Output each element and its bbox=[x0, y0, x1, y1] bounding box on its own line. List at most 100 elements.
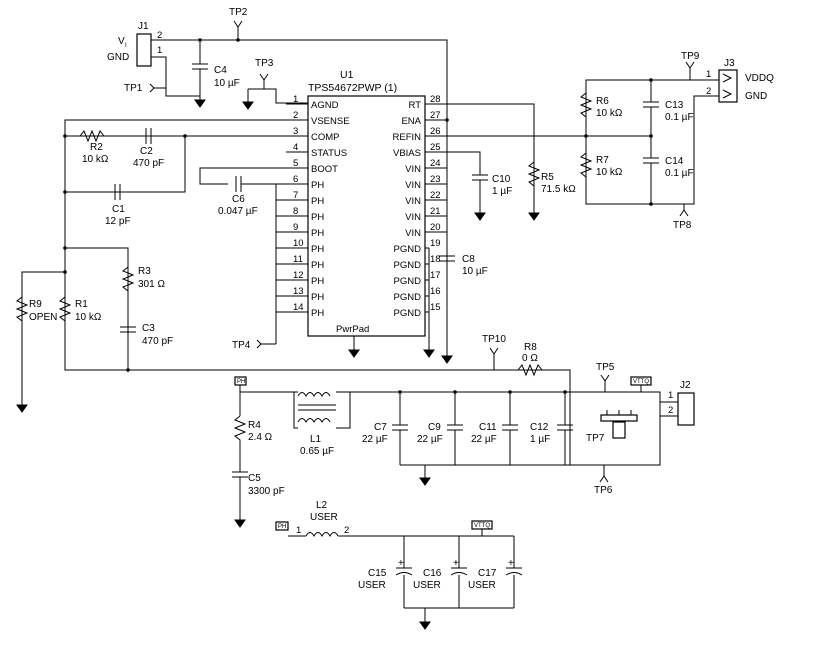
j3-vddq: VDDQ bbox=[745, 73, 774, 84]
u1-pin-name: PH bbox=[311, 260, 324, 271]
u1-pin-number: 7 bbox=[293, 190, 298, 201]
c12-val: 1 µF bbox=[530, 434, 550, 445]
r9-symbol bbox=[15, 296, 29, 322]
u1-pin-name: COMP bbox=[311, 132, 340, 143]
c3-ref: C3 bbox=[142, 323, 155, 334]
u1-pin-name: VBIAS bbox=[393, 148, 421, 159]
u1-pin-number: 18 bbox=[430, 254, 441, 265]
r8-ref: R8 bbox=[524, 342, 537, 353]
u1-pad: PwrPad bbox=[336, 324, 369, 335]
l2-symbol bbox=[305, 532, 339, 538]
l1-val: 0.65 µF bbox=[300, 446, 334, 457]
r3-ref: R3 bbox=[138, 266, 151, 277]
ground-symbol bbox=[419, 477, 431, 486]
tp6-symbol bbox=[599, 465, 609, 483]
c9-ref: C9 bbox=[428, 422, 441, 433]
tp7-clip bbox=[612, 421, 626, 439]
u1-pin-name: ENA bbox=[401, 116, 421, 127]
wire bbox=[585, 79, 719, 205]
r8-val: 0 Ω bbox=[522, 353, 538, 364]
junction bbox=[563, 390, 567, 394]
u1-pin-name: PH bbox=[311, 244, 324, 255]
r4-ref: R4 bbox=[248, 420, 261, 431]
u1-ref: U1 bbox=[340, 69, 354, 81]
c15-ref: C15 bbox=[368, 568, 387, 579]
j1-pin2: 2 bbox=[157, 30, 162, 41]
c1-val: 12 pF bbox=[105, 216, 131, 227]
wire bbox=[21, 271, 65, 405]
c13-ref: C13 bbox=[665, 100, 684, 111]
ground-symbol bbox=[16, 404, 28, 413]
junction bbox=[398, 390, 402, 394]
u1-pin-name: PH bbox=[311, 212, 324, 223]
j1-vi-sub: I bbox=[125, 43, 127, 49]
tp4-symbol bbox=[256, 339, 276, 349]
u1-pin-number: 28 bbox=[430, 94, 441, 105]
l2-pin1: 1 bbox=[296, 525, 301, 536]
u1-pin-number: 11 bbox=[293, 254, 303, 265]
r5-ref: R5 bbox=[541, 172, 554, 183]
r8-symbol bbox=[517, 363, 543, 377]
r6-ref: R6 bbox=[596, 96, 609, 107]
u1-pin-number: 5 bbox=[293, 158, 298, 169]
r1-ref: R1 bbox=[75, 299, 88, 310]
c3-val: 470 pF bbox=[142, 336, 173, 347]
u1-pin-number: 12 bbox=[293, 270, 304, 281]
u1-pin-number: 4 bbox=[293, 142, 298, 153]
ground-symbol bbox=[528, 212, 540, 221]
c13-c14-symbol bbox=[643, 80, 659, 204]
r1-symbol bbox=[58, 296, 72, 322]
ph-tag-text: PH bbox=[237, 379, 245, 385]
c6-val: 0.047 µF bbox=[218, 206, 258, 217]
tp9-label: TP9 bbox=[681, 51, 700, 62]
tp10-label: TP10 bbox=[482, 334, 506, 345]
junction bbox=[63, 270, 67, 274]
r9-val: OPEN bbox=[29, 312, 57, 323]
r9-ref: R9 bbox=[29, 299, 42, 310]
u1-pin-number: 9 bbox=[293, 222, 298, 233]
c4-symbol bbox=[192, 40, 208, 100]
r4-val: 2.4 Ω bbox=[248, 432, 273, 443]
c16-symbol bbox=[450, 536, 468, 608]
u1-pin-number: 13 bbox=[293, 286, 304, 297]
u1-body bbox=[307, 95, 426, 337]
u1-pin-name: PH bbox=[311, 276, 324, 287]
junction bbox=[183, 134, 187, 138]
c16-plus: + bbox=[453, 558, 459, 569]
j3-connector bbox=[718, 69, 738, 103]
junction bbox=[649, 78, 653, 82]
ground-symbol bbox=[474, 212, 486, 221]
c17-plus: + bbox=[508, 558, 514, 569]
u1-pin-number: 24 bbox=[430, 158, 441, 169]
ground-symbol bbox=[194, 99, 206, 108]
tp1-label: TP1 bbox=[124, 83, 143, 94]
c10-val: 1 µF bbox=[492, 186, 512, 197]
output-rail bbox=[350, 391, 661, 466]
r3-symbol bbox=[121, 266, 135, 292]
c1-symbol bbox=[114, 184, 121, 200]
c16-val: USER bbox=[413, 580, 441, 591]
r6-symbol bbox=[579, 92, 593, 118]
u1-pin-number: 10 bbox=[293, 238, 304, 249]
j2-ref: J2 bbox=[680, 380, 691, 391]
j3-pin1: 1 bbox=[706, 69, 711, 80]
wire bbox=[151, 56, 200, 97]
ground-symbol bbox=[441, 355, 453, 364]
l1-core bbox=[298, 404, 336, 411]
ground-symbol bbox=[419, 621, 431, 630]
u1-pin-name: REFIN bbox=[393, 132, 422, 143]
u1-pin-name: BOOT bbox=[311, 164, 338, 175]
c4-ref: C4 bbox=[214, 65, 227, 76]
junction bbox=[453, 390, 457, 394]
wire bbox=[425, 103, 535, 198]
u1-pin-number: 8 bbox=[293, 206, 298, 217]
u1-pin-name: VIN bbox=[405, 164, 421, 175]
c1-ref: C1 bbox=[112, 204, 125, 215]
r5-symbol bbox=[527, 161, 541, 187]
wire bbox=[660, 401, 678, 417]
c7-symbol bbox=[392, 392, 408, 465]
j1-pin1: 1 bbox=[157, 45, 162, 56]
tp2-label: TP2 bbox=[229, 7, 248, 18]
u1-pin-number: 1 bbox=[293, 94, 298, 105]
